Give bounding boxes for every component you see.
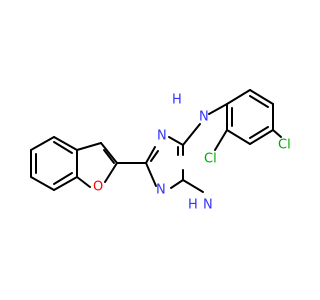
- furan-oxygen-label: O: [93, 180, 103, 195]
- dichlorophenyl-ring: [226, 89, 274, 145]
- benzofuran-furan-ring: [76, 142, 118, 188]
- amine-nitrogen-label: N: [203, 198, 213, 213]
- triazine-nh-bond: [182, 123, 201, 146]
- molecule-structure: N H N N O Cl Cl N H: [30, 89, 291, 213]
- cl-ortho-bond: [214, 129, 228, 151]
- nh-phenyl-bond: [208, 103, 228, 115]
- benzofuran-benzene-ring: [30, 136, 78, 191]
- chlorine-para-label: Cl: [278, 138, 291, 153]
- chlorine-ortho-label: Cl: [204, 152, 217, 167]
- nh-nitrogen-label: N: [199, 110, 209, 125]
- triazine-amine-bond: [182, 179, 204, 193]
- triazine-nitrogen-top-label: N: [157, 129, 167, 144]
- amine-hydrogen-label: H: [188, 198, 198, 213]
- cl-para-bond: [272, 129, 282, 138]
- triazine-ring: [145, 136, 184, 189]
- nh-hydrogen-label: H: [172, 93, 182, 108]
- triazine-nitrogen-bottom-label: N: [156, 183, 166, 198]
